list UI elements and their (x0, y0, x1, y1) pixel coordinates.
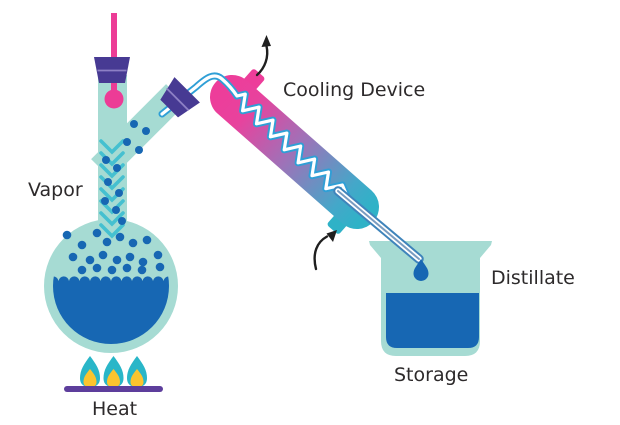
flask-side-arm (91, 84, 186, 179)
label-heat: Heat (92, 398, 137, 420)
stoppers (94, 57, 200, 118)
flame (103, 356, 124, 387)
vapor-bubbles (62, 120, 165, 275)
water-outlet-arrow-icon (255, 35, 271, 77)
flame-inner (130, 369, 144, 387)
delivery-tube-center (337, 190, 420, 260)
thermometer-bulb (104, 89, 124, 109)
burner (64, 356, 163, 392)
water-inlet-arrow-icon (313, 230, 337, 271)
flame-inner (83, 369, 97, 387)
beaker-liquid (386, 293, 479, 348)
label-distillate: Distillate (491, 267, 575, 289)
flask-liquid (53, 276, 169, 344)
flame (80, 356, 100, 387)
side-arm-stopper (160, 77, 200, 118)
distillate-droplet (413, 259, 429, 281)
label-storage: Storage (394, 364, 468, 386)
label-cooling-device: Cooling Device (283, 79, 425, 101)
condenser-coil (158, 72, 351, 200)
flame (127, 356, 147, 387)
neck-stopper (94, 57, 130, 83)
label-vapor: Vapor (28, 179, 83, 201)
storage-beaker (369, 241, 492, 356)
coil-core (160, 74, 349, 198)
flame-inner (107, 369, 120, 387)
delivery-tube (333, 186, 424, 264)
